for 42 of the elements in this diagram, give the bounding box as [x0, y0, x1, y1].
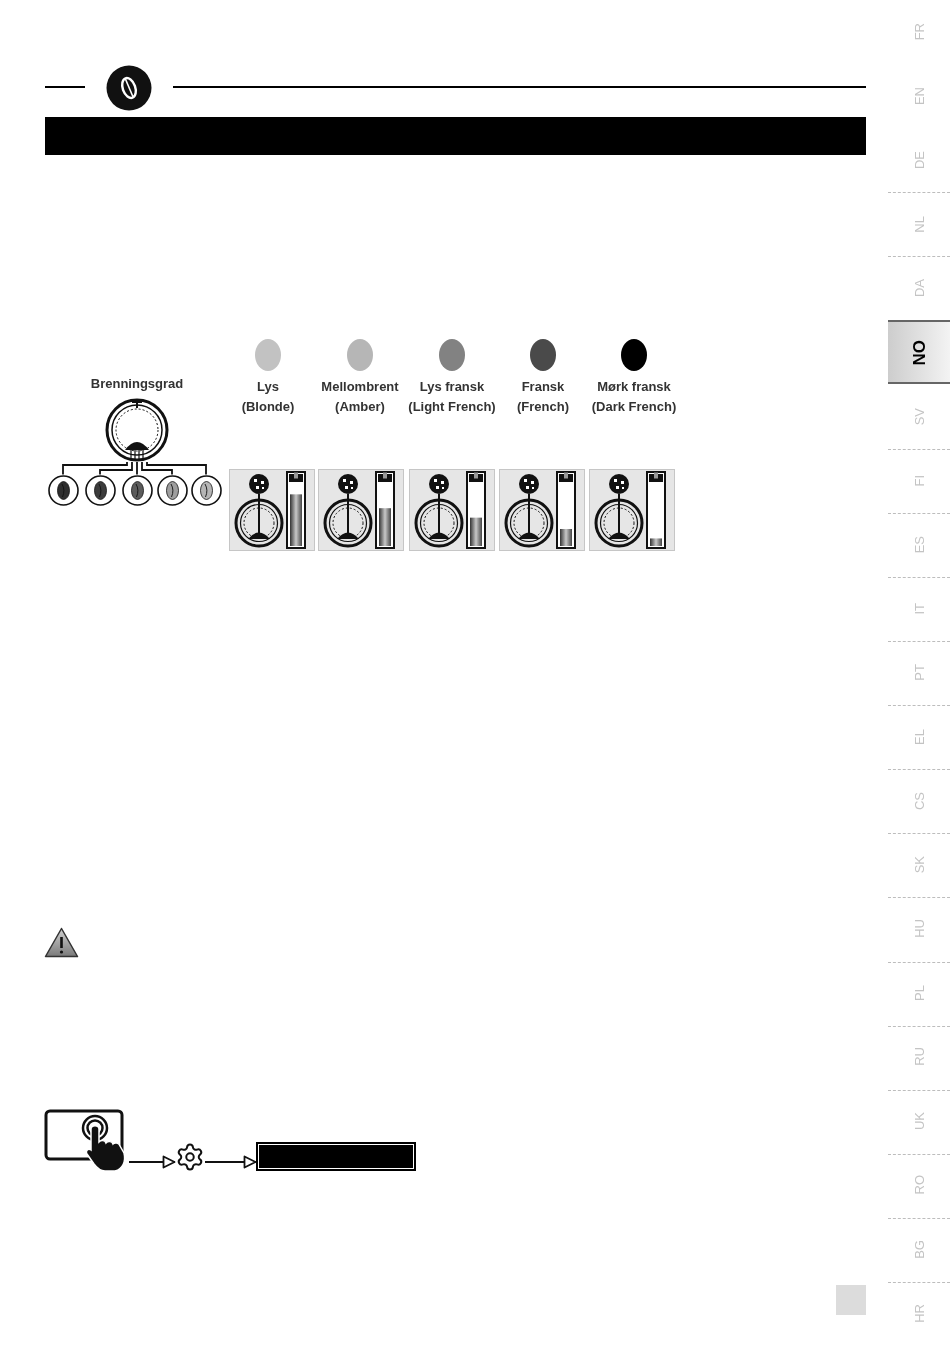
active-language-tab: NO: [888, 320, 950, 385]
language-label: IT: [912, 602, 926, 615]
bean-circle: [190, 474, 222, 506]
language-label: EN: [912, 87, 926, 106]
language-label: RU: [912, 1047, 926, 1067]
language-label: ES: [912, 535, 926, 554]
arrow: [128, 1155, 176, 1169]
connector-line: [99, 461, 133, 476]
arrow: [204, 1155, 257, 1169]
roast-level-label: Fransk (French): [516, 378, 570, 416]
connector-line: [62, 461, 128, 476]
dial-label: Brenningsgrad: [90, 375, 184, 393]
language-label: SV: [912, 407, 926, 425]
language-label: CS: [912, 791, 926, 810]
language-label: EL: [912, 728, 926, 745]
connector-line: [136, 461, 138, 476]
language-label: RO: [912, 1175, 926, 1195]
language-label: PT: [912, 664, 926, 681]
bean-circle: [121, 474, 153, 506]
language-label: FI: [912, 474, 926, 487]
language-label: FR: [912, 23, 926, 41]
settings-icon: [175, 1142, 205, 1172]
language-label: BG: [912, 1239, 926, 1259]
connector-line: [146, 461, 207, 476]
screen-bar: [256, 1142, 416, 1171]
language-label: NL: [912, 215, 926, 233]
roast-level-label: Mørk fransk (Dark French): [590, 378, 678, 416]
language-label: PL: [912, 984, 926, 1001]
roast-level-label: Mellombrent (Amber): [320, 378, 400, 416]
language-label: HU: [912, 919, 926, 939]
language-label: UK: [912, 1111, 926, 1130]
language-label: HR: [912, 1303, 926, 1323]
roast-level-label: Lys (Blonde): [240, 378, 296, 416]
heading-bar: [45, 117, 866, 155]
language-label: SK: [912, 855, 926, 874]
bean-circle: [47, 474, 79, 506]
connector-line: [141, 461, 173, 476]
language-label: DE: [912, 151, 926, 170]
bean-circle: [84, 474, 116, 506]
roast-level-label: Lys fransk (Light French): [407, 378, 497, 416]
language-label: DA: [912, 279, 926, 298]
bean-circle: [156, 474, 188, 506]
